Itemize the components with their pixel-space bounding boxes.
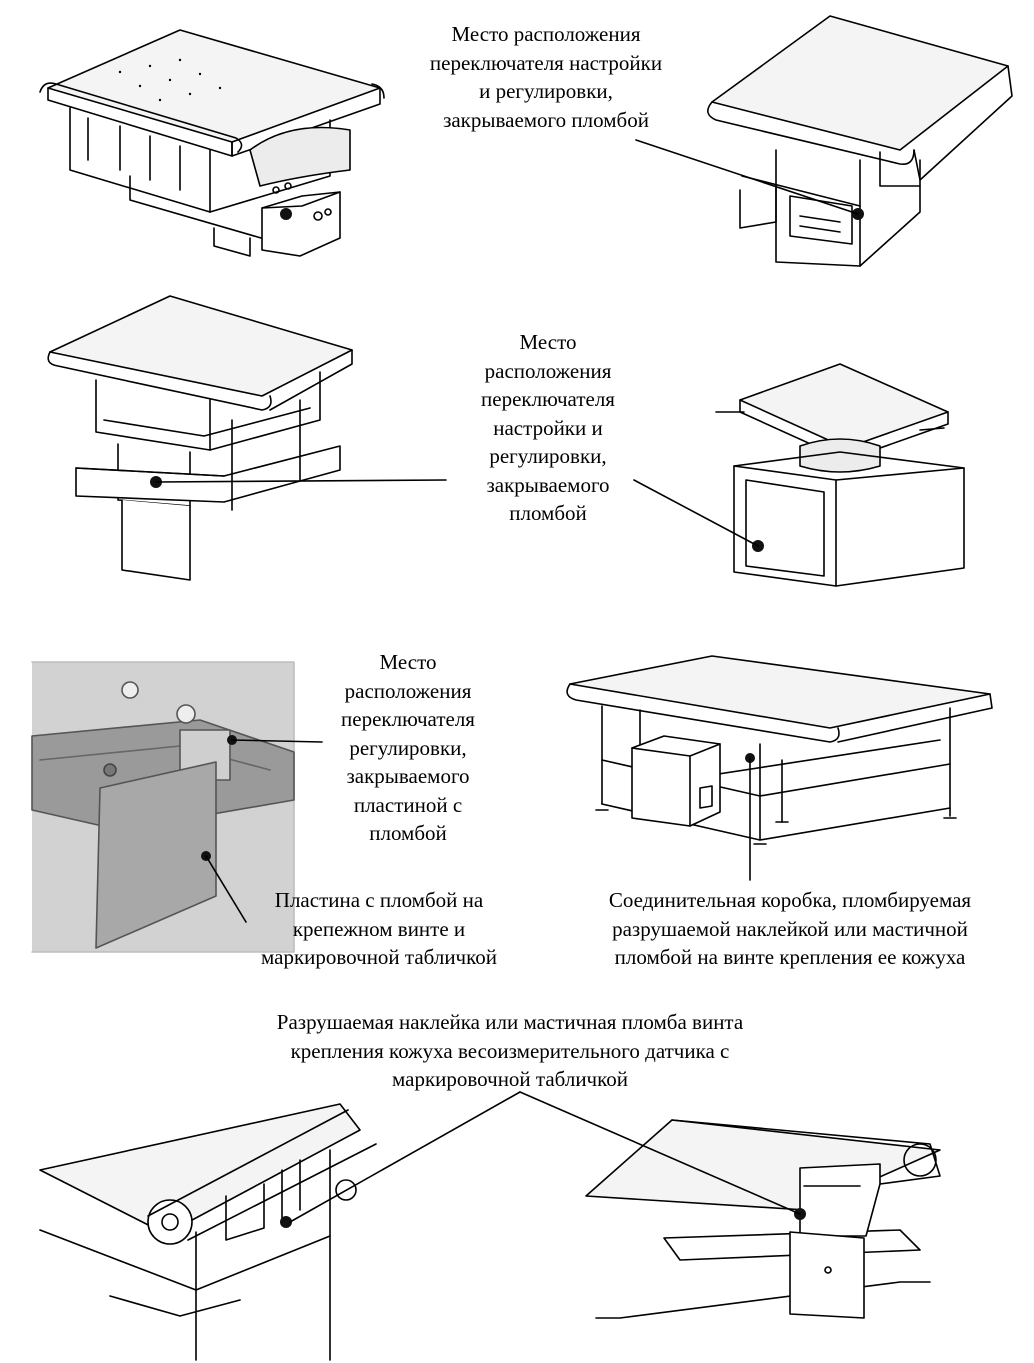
conveyor-scale-middle-left bbox=[47, 295, 353, 581]
caption-junction-box: Соединительная коробка, пломбируемая раз… bbox=[608, 888, 972, 969]
caption-bottom: Разрушаемая наклейка или мастичная пломб… bbox=[276, 1010, 744, 1091]
caption-middle: Место расположения переключателя настрой… bbox=[481, 330, 615, 525]
conveyor-scale-top-left bbox=[39, 29, 385, 257]
leader-line bbox=[633, 479, 759, 547]
photo-closeup-seal-plate bbox=[31, 661, 295, 953]
leader-line bbox=[231, 739, 323, 743]
caption-row3-left: Место расположения переключателя регулир… bbox=[341, 650, 475, 845]
conveyor-drive-closeup-left bbox=[39, 1103, 377, 1361]
leader-line bbox=[205, 855, 247, 923]
seal-mark bbox=[280, 208, 292, 220]
leader-line bbox=[635, 139, 859, 215]
conveyor-scale-on-frame bbox=[566, 655, 993, 845]
conveyor-scale-on-cabinet bbox=[715, 363, 965, 587]
leader-line bbox=[519, 1091, 801, 1215]
leader-line bbox=[289, 1091, 521, 1223]
conveyor-scale-top-right bbox=[707, 15, 1013, 267]
leader-line bbox=[155, 479, 447, 483]
seal-mark bbox=[280, 1216, 292, 1228]
caption-seal-plate: Пластина с пломбой на крепежном винте и … bbox=[261, 888, 497, 969]
caption-top: Место расположения переключателя настрой… bbox=[429, 22, 663, 132]
conveyor-drive-closeup-right bbox=[585, 1119, 941, 1319]
